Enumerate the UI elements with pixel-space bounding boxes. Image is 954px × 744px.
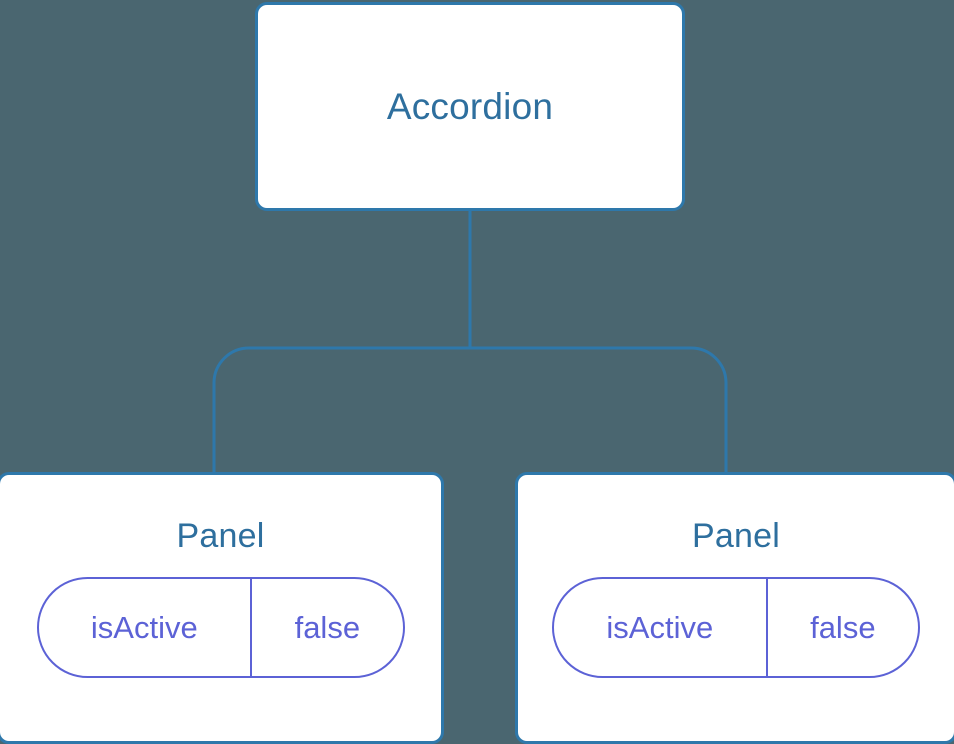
state-pill-left-value: false bbox=[250, 579, 402, 676]
node-accordion-label: Accordion bbox=[386, 85, 554, 127]
state-pill-right[interactable]: isActive false bbox=[552, 577, 920, 678]
state-pill-right-key: isActive bbox=[606, 609, 714, 645]
edge-bus-to-left-panel bbox=[212, 346, 470, 474]
state-pill-left-key: isActive bbox=[90, 609, 198, 645]
node-panel-left-label: Panel bbox=[176, 517, 265, 555]
node-accordion[interactable]: Accordion bbox=[255, 2, 685, 211]
node-panel-left[interactable]: Panel isActive false bbox=[0, 472, 444, 744]
edge-bus-to-right-panel bbox=[470, 346, 728, 474]
state-pill-right-value: false bbox=[765, 579, 918, 676]
state-pill-left[interactable]: isActive false bbox=[36, 577, 405, 678]
node-panel-right-label: Panel bbox=[692, 517, 780, 555]
node-panel-right[interactable]: Panel isActive false bbox=[515, 472, 954, 744]
